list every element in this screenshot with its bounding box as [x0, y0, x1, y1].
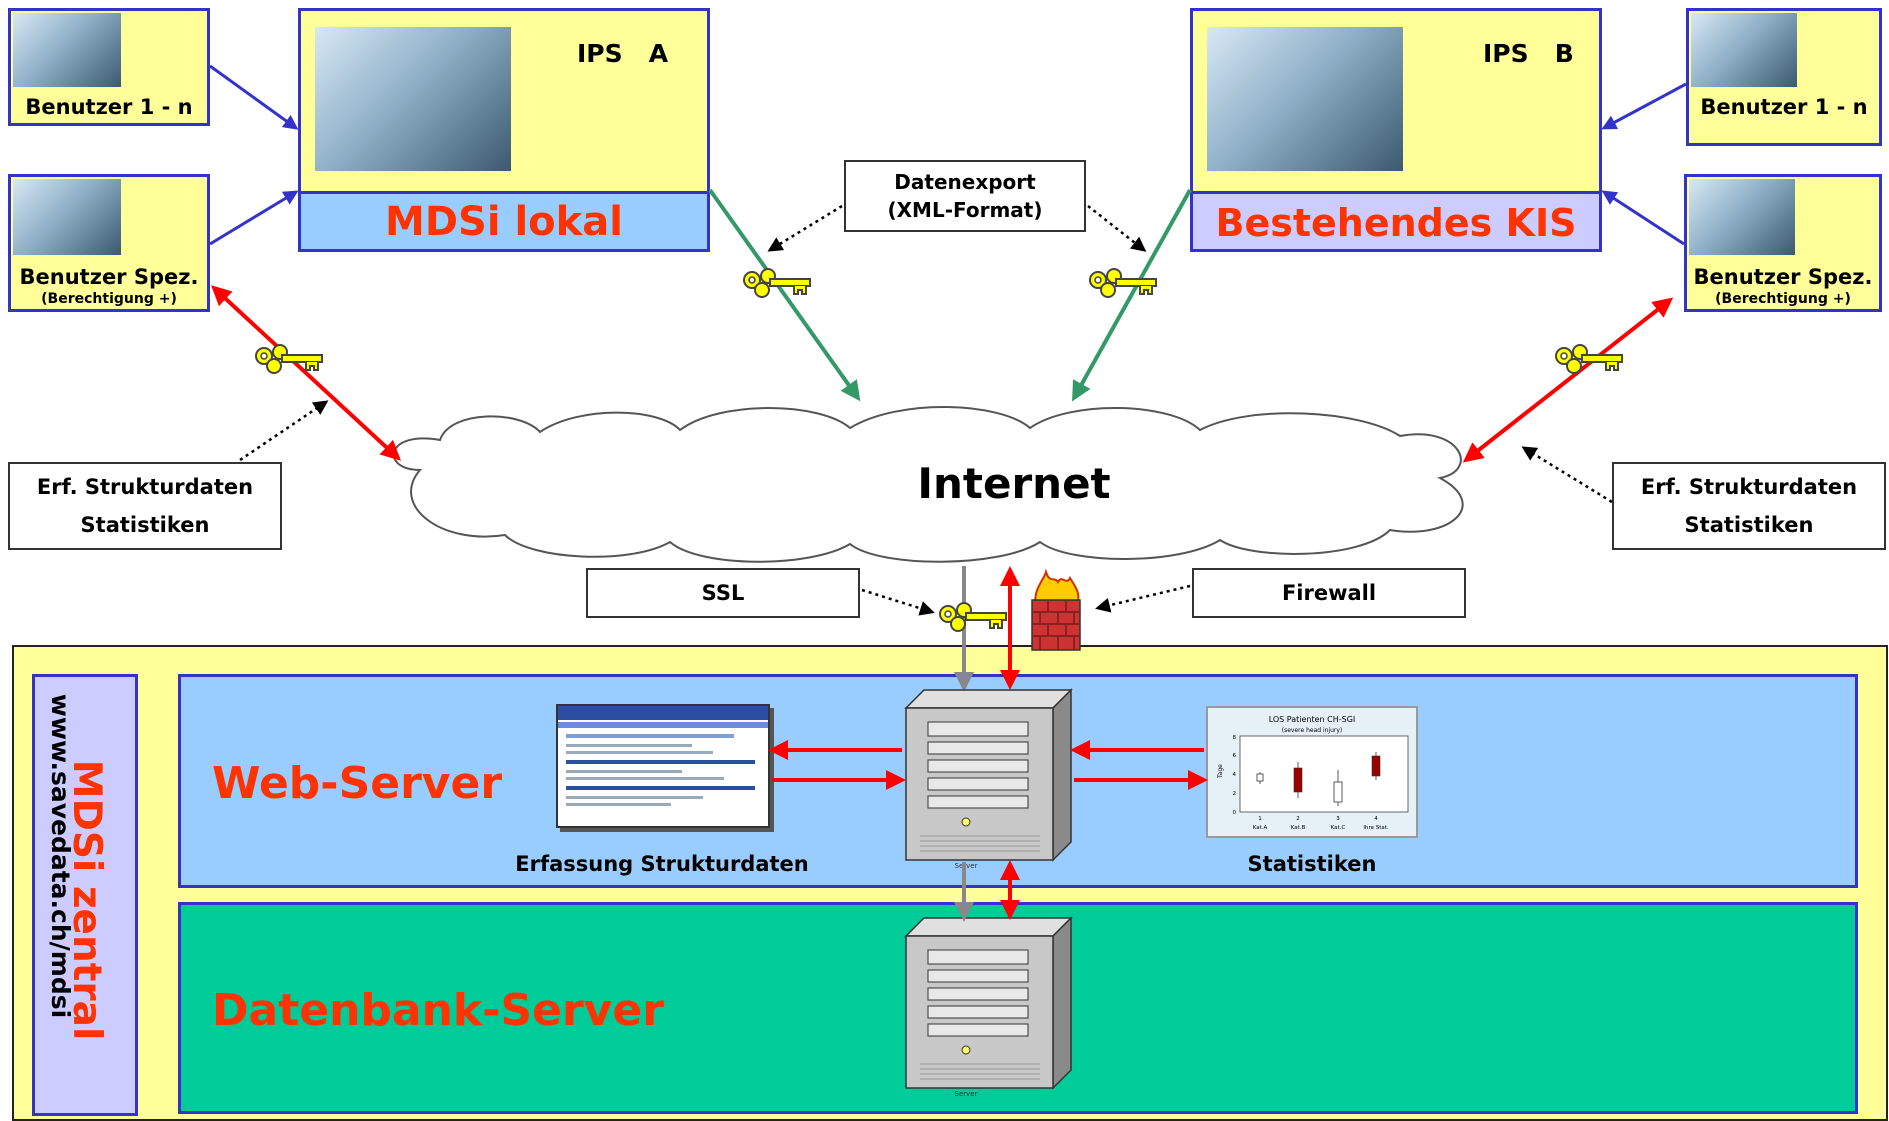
info-box-left: Erf. Strukturdaten Statistiken	[8, 462, 282, 550]
mini-box-kat-c	[1333, 781, 1343, 803]
arrow-user-to-ips-a	[209, 190, 299, 246]
user-box-right-bottom: Benutzer Spez. (Berechtigung +)	[1684, 174, 1882, 312]
mini-x-label: Kat.A	[1253, 825, 1268, 831]
internet-cloud	[392, 405, 1464, 563]
statistiken-label: Statistiken	[1247, 852, 1377, 876]
mini-chart-ylabel: Tage	[1217, 764, 1224, 779]
server-caption: Server	[955, 862, 978, 870]
mini-y-tick: 6	[1233, 753, 1237, 759]
info-line1: Erf. Strukturdaten	[1640, 475, 1858, 499]
db-server-label: Datenbank-Server	[212, 985, 664, 1036]
user-box-left-top: Benutzer 1 - n	[8, 8, 210, 126]
web-server-label: Web-Server	[212, 758, 503, 809]
key-icon	[255, 344, 323, 374]
info-box-right: Erf. Strukturdaten Statistiken	[1612, 462, 1886, 550]
erfassung-label: Erfassung Strukturdaten	[515, 852, 809, 876]
info-line1: Erf. Strukturdaten	[36, 475, 254, 499]
mini-y-tick: 8	[1233, 735, 1237, 741]
mini-x-num: 4	[1374, 816, 1378, 822]
dotted-arrow-export-left	[767, 204, 843, 252]
info-line2: Statistiken	[80, 513, 210, 537]
icu-photo	[315, 27, 511, 171]
dotted-arrow-export-right	[1087, 205, 1147, 252]
mini-box-ihre	[1371, 755, 1381, 777]
ssl-label-box: SSL	[586, 568, 860, 618]
user-spez-sublabel: (Berechtigung +)	[1715, 291, 1851, 307]
central-sidebar	[32, 674, 138, 1116]
export-line1: Datenexport	[894, 170, 1036, 194]
dotted-arrow-firewall	[1095, 584, 1191, 613]
mini-chart-subtitle: (severe head injury)	[1282, 727, 1343, 734]
mini-chart-title: LOS Patienten CH-SGI	[1269, 715, 1356, 724]
user-label: Benutzer 1 - n	[25, 95, 193, 119]
mini-x-num: 2	[1296, 816, 1300, 822]
user-box-right-top: Benutzer 1 - n	[1686, 8, 1882, 146]
mini-box-kat-a	[1256, 773, 1264, 782]
dotted-arrow-info-right	[1521, 446, 1613, 504]
mini-x-num: 1	[1258, 816, 1262, 822]
key-icon	[1089, 268, 1157, 298]
firewall-label-box: Firewall	[1192, 568, 1466, 618]
user-photo	[1689, 179, 1795, 255]
user-photo	[13, 179, 121, 255]
mini-y-tick: 0	[1233, 810, 1237, 816]
site-system-kis: Bestehendes KIS	[1215, 201, 1577, 245]
mini-x-label: Kat.C	[1331, 825, 1346, 831]
mini-box-kat-b	[1293, 767, 1303, 793]
key-icon	[743, 268, 811, 298]
internet-label: Internet	[917, 459, 1110, 508]
site-title-ips-a: IPS A	[577, 39, 669, 68]
web-server-icon	[905, 689, 1072, 861]
arrow-user-to-ips-b	[1601, 82, 1687, 130]
mini-y-tick: 2	[1233, 791, 1237, 797]
dotted-arrow-info-left	[239, 400, 329, 462]
key-icon	[1555, 344, 1623, 374]
site-system-bar	[301, 191, 707, 249]
dotted-arrow-ssl	[861, 588, 935, 616]
statistics-thumbnail: LOS Patienten CH-SGI (severe head injury…	[1206, 706, 1418, 838]
site-box-ips-a: IPS A MDSi lokal	[298, 8, 710, 252]
arrow-user-internet-right	[1462, 297, 1674, 463]
arrow-user-internet-left	[211, 285, 401, 461]
site-system-mdsi-lokal: MDSi lokal	[385, 199, 623, 245]
site-box-ips-b: IPS B Bestehendes KIS	[1190, 8, 1602, 252]
arrow-user-to-ips-a	[209, 64, 299, 130]
user-box-left-bottom: Benutzer Spez. (Berechtigung +)	[8, 174, 210, 312]
user-label: Benutzer 1 - n	[1700, 95, 1868, 119]
mini-x-label: Ihre Stat.	[1363, 825, 1389, 831]
user-spez-sublabel: (Berechtigung +)	[41, 291, 177, 307]
firewall-icon	[1031, 568, 1081, 651]
screenshot-thumbnail	[556, 704, 770, 828]
db-server-icon	[905, 917, 1072, 1089]
site-system-bar	[1193, 191, 1599, 249]
icu-photo	[1207, 27, 1403, 171]
key-icon	[939, 602, 1007, 632]
info-line2: Statistiken	[1684, 513, 1814, 537]
user-spez-label: Benutzer Spez.	[19, 265, 199, 289]
export-line2: (XML-Format)	[887, 198, 1043, 222]
mini-x-label: Kat.B	[1291, 825, 1306, 831]
user-photo	[13, 13, 121, 87]
user-photo	[1691, 13, 1797, 87]
mini-y-tick: 4	[1233, 772, 1237, 778]
server-caption: Server	[955, 1090, 978, 1098]
site-title-ips-b: IPS B	[1483, 39, 1574, 68]
arrow-ips-b-to-internet	[1072, 189, 1192, 402]
user-spez-label: Benutzer Spez.	[1693, 265, 1873, 289]
mini-x-num: 3	[1336, 816, 1340, 822]
export-label-box: Datenexport (XML-Format)	[844, 160, 1086, 232]
arrow-ips-a-to-internet	[708, 188, 861, 402]
arrow-user-to-ips-b	[1601, 190, 1685, 246]
